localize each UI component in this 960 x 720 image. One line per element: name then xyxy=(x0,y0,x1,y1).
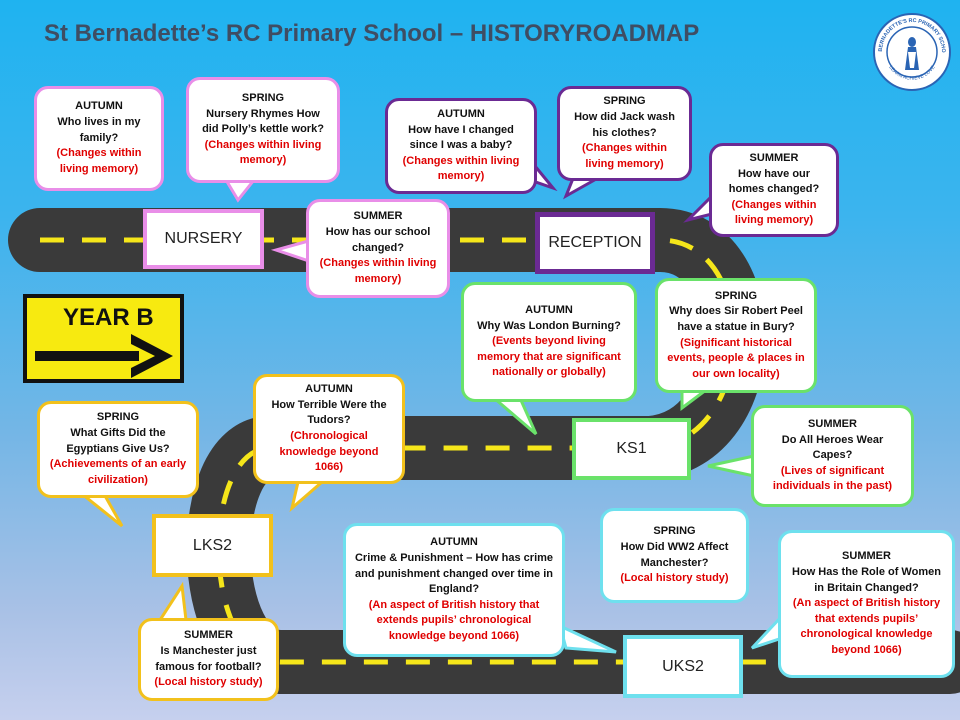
bubble-term: SUMMER xyxy=(184,629,233,642)
bubble-question: What Gifts Did the Egyptians Give Us? xyxy=(66,427,170,455)
year-b-sign: YEAR B xyxy=(23,294,184,383)
bubble-ks1-summer: SUMMER Do All Heroes Wear Capes? (Lives … xyxy=(751,405,914,507)
bubble-question: Nursery Rhymes How did Polly’s kettle wo… xyxy=(202,107,324,136)
bubble-question: How has our school changed? xyxy=(325,226,431,254)
bubble-note: (An aspect of British history that exten… xyxy=(792,597,941,657)
bubble-term: AUTUMN xyxy=(525,303,573,316)
bubble-lks2-spring: SPRING What Gifts Did the Egyptians Give… xyxy=(37,401,199,498)
bubble-uks2-summer: SUMMER How Has the Role of Women in Brit… xyxy=(778,530,955,678)
bubble-note: (An aspect of British history that exten… xyxy=(368,598,540,643)
bubble-note: (Changes within living memory) xyxy=(319,257,437,285)
bubble-ks1-autumn: AUTUMN Why Was London Burning? (Events b… xyxy=(461,282,637,402)
bubble-note: (Chronological knowledge beyond 1066) xyxy=(279,430,379,474)
bubble-term: SPRING xyxy=(241,91,285,104)
bubble-term: SUMMER xyxy=(808,417,857,430)
year-b-label: YEAR B xyxy=(63,304,154,331)
bubble-question: Why Was London Burning? xyxy=(477,319,621,332)
bubble-note: (Changes within living memory) xyxy=(582,142,667,170)
stage-reception: RECEPTION xyxy=(535,212,655,274)
stage-ks1: KS1 xyxy=(572,418,691,480)
tail-ks1-summer xyxy=(707,454,756,478)
bubble-question: Crime & Punishment – How has crime and p… xyxy=(354,551,554,596)
bubble-term: SUMMER xyxy=(842,550,891,563)
stage-reception-label: RECEPTION xyxy=(548,234,642,251)
bubble-tails xyxy=(77,155,784,654)
bubble-term: SPRING xyxy=(603,95,646,108)
bubble-question: How Has the Role of Women in Britain Cha… xyxy=(792,565,941,594)
bubble-note: (Local history study) xyxy=(154,676,263,689)
tail-lks2-spring xyxy=(77,492,124,528)
stage-ks1-label: KS1 xyxy=(616,440,647,457)
bubble-note: (Changes within living memory) xyxy=(56,147,142,175)
bubble-term: AUTUMN xyxy=(430,536,478,549)
bubble-lks2-summer: SUMMER Is Manchester just famous for foo… xyxy=(138,618,279,701)
bubble-term: AUTUMN xyxy=(305,383,353,396)
bubble-note: (Achievements of an early civilization) xyxy=(49,458,187,486)
bubble-reception-spring: SPRING How did Jack wash his clothes? (C… xyxy=(557,86,692,181)
bubble-question: Is Manchester just famous for football? xyxy=(155,644,262,673)
bubble-term: SPRING xyxy=(714,289,758,302)
bubble-question: Do All Heroes Wear Capes? xyxy=(781,433,884,462)
bubble-note: (Events beyond living memory that are si… xyxy=(477,335,621,379)
bubble-term: AUTUMN xyxy=(437,107,485,120)
stage-uks2-label: UKS2 xyxy=(662,657,704,675)
page-title: St Bernadette’s RC Primary School – HIST… xyxy=(44,20,700,47)
arrow-right-icon xyxy=(35,334,173,378)
bubble-term: SUMMER xyxy=(749,151,799,164)
bubble-note: (Significant historical events, people &… xyxy=(667,336,805,380)
bubble-note: (Changes within living memory) xyxy=(402,154,520,183)
bubble-question: How did Jack wash his clothes? xyxy=(574,111,675,139)
bubble-question: Who lives in my family? xyxy=(57,116,141,144)
bubble-term: AUTUMN xyxy=(75,100,123,113)
bubble-question: Why does Sir Robert Peel have a statue i… xyxy=(669,305,803,333)
tail-nursery-spring xyxy=(223,178,258,203)
bubble-note: (Lives of significant individuals in the… xyxy=(772,464,893,493)
bubble-term: SUMMER xyxy=(353,210,403,223)
bubble-nursery-spring: SPRING Nursery Rhymes How did Polly’s ke… xyxy=(186,77,340,183)
bubble-question: How have our homes changed? xyxy=(728,167,820,196)
bubble-note: (Local history study) xyxy=(620,572,729,585)
tail-lks2-summer xyxy=(157,581,188,622)
road-center-line xyxy=(40,237,950,665)
tail-lks2-autumn xyxy=(289,480,327,513)
school-crest-icon: ST BERNADETTE'S RC PRIMARY SCHOOL LEARN … xyxy=(870,8,952,92)
bubble-note: (Changes within living memory) xyxy=(731,198,817,227)
bubble-question: How have I changed since I was a baby? xyxy=(408,123,514,152)
stage-nursery-label: NURSERY xyxy=(164,230,243,247)
stage-lks2-label: LKS2 xyxy=(192,536,233,554)
bubble-lks2-autumn: AUTUMN How Terrible Were the Tudors? (Ch… xyxy=(253,374,405,484)
bubble-ks1-spring: SPRING Why does Sir Robert Peel have a s… xyxy=(655,278,817,393)
bubble-question: How Did WW2 Affect Manchester? xyxy=(620,540,729,569)
stage-lks2: LKS2 xyxy=(152,514,273,577)
bubble-nursery-autumn: AUTUMN Who lives in my family? (Changes … xyxy=(34,86,164,191)
stage-uks2: UKS2 xyxy=(623,635,743,698)
bubble-term: SPRING xyxy=(653,525,696,538)
bubble-uks2-spring: SPRING How Did WW2 Affect Manchester? (L… xyxy=(600,508,749,603)
bubble-question: How Terrible Were the Tudors? xyxy=(271,398,387,427)
stage-nursery: NURSERY xyxy=(143,209,264,269)
bubble-note: (Changes within living memory) xyxy=(204,138,322,167)
bubble-reception-autumn: AUTUMN How have I changed since I was a … xyxy=(385,98,537,194)
bubble-uks2-autumn: AUTUMN Crime & Punishment – How has crim… xyxy=(343,523,565,657)
bubble-nursery-summer: SUMMER How has our school changed? (Chan… xyxy=(306,199,450,298)
bubble-reception-summer: SUMMER How have our homes changed? (Chan… xyxy=(709,143,839,237)
bubble-term: SPRING xyxy=(96,411,140,424)
